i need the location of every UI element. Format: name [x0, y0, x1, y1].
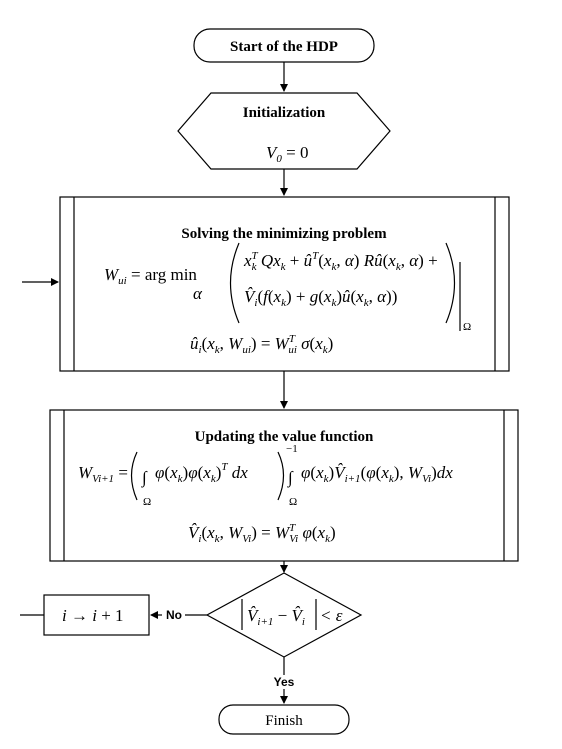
- policy-equation: Wui = arg min α ( xTk Qxk + ûT(xk, α) Rû…: [104, 242, 471, 333]
- init-equation: V0 = 0: [266, 143, 308, 165]
- initialization-step: Initialization V0 = 0: [177, 92, 391, 170]
- decision-condition: V̂i+1 − V̂i: [247, 606, 305, 628]
- svg-text:−1: −1: [286, 443, 298, 455]
- svg-text:WVi+1 =: WVi+1 =: [78, 463, 128, 485]
- svg-text:V̂i(f(xk) + g(xk)û(xk, α)): V̂i(f(xk) + g(xk)û(xk, α)): [244, 287, 397, 309]
- svg-text:∫: ∫: [287, 468, 294, 488]
- svg-text:Wui = arg min: Wui = arg min: [104, 265, 197, 287]
- svg-text:φ(xk)φ(xk)T dx: φ(xk)φ(xk)T dx: [155, 461, 248, 485]
- minimize-title: Solving the minimizing problem: [181, 226, 387, 242]
- increment-label: i → i + 1: [62, 606, 124, 625]
- no-label: No: [166, 608, 182, 622]
- weight-update-equation: WVi+1 = ∫ Ω φ(xk)φ(xk)T dx −1 ∫ Ω φ(xk)V…: [78, 443, 453, 508]
- svg-text:Ω: Ω: [289, 496, 297, 508]
- yes-label: Yes: [274, 675, 295, 689]
- svg-text:< ε: < ε: [320, 606, 343, 625]
- init-title: Initialization: [243, 105, 326, 121]
- start-terminal: Start of the HDP: [193, 28, 375, 63]
- svg-text:Ω: Ω: [463, 321, 471, 333]
- svg-text:Ω: Ω: [143, 496, 151, 508]
- svg-text:φ(xk)V̂i+1(φ(xk), WVi)dx: φ(xk)V̂i+1(φ(xk), WVi)dx: [301, 463, 453, 485]
- update-title: Updating the value function: [195, 429, 374, 445]
- increment-step: i → i + 1: [43, 594, 150, 636]
- convergence-decision: V̂i+1 − V̂i < ε: [205, 572, 363, 658]
- svg-text:xTk Qxk + ûT(xk, α) Rû(xk, α): xTk Qxk + ûT(xk, α) Rû(xk, α) +: [243, 250, 438, 273]
- finish-label: Finish: [265, 713, 303, 729]
- svg-text:α: α: [193, 284, 203, 303]
- minimize-step: Solving the minimizing problem Wui = arg…: [59, 196, 510, 372]
- start-label: Start of the HDP: [230, 39, 338, 55]
- finish-terminal: Finish: [218, 704, 350, 735]
- svg-text:∫: ∫: [141, 468, 148, 488]
- update-step: Updating the value function WVi+1 = ∫ Ω …: [49, 409, 519, 562]
